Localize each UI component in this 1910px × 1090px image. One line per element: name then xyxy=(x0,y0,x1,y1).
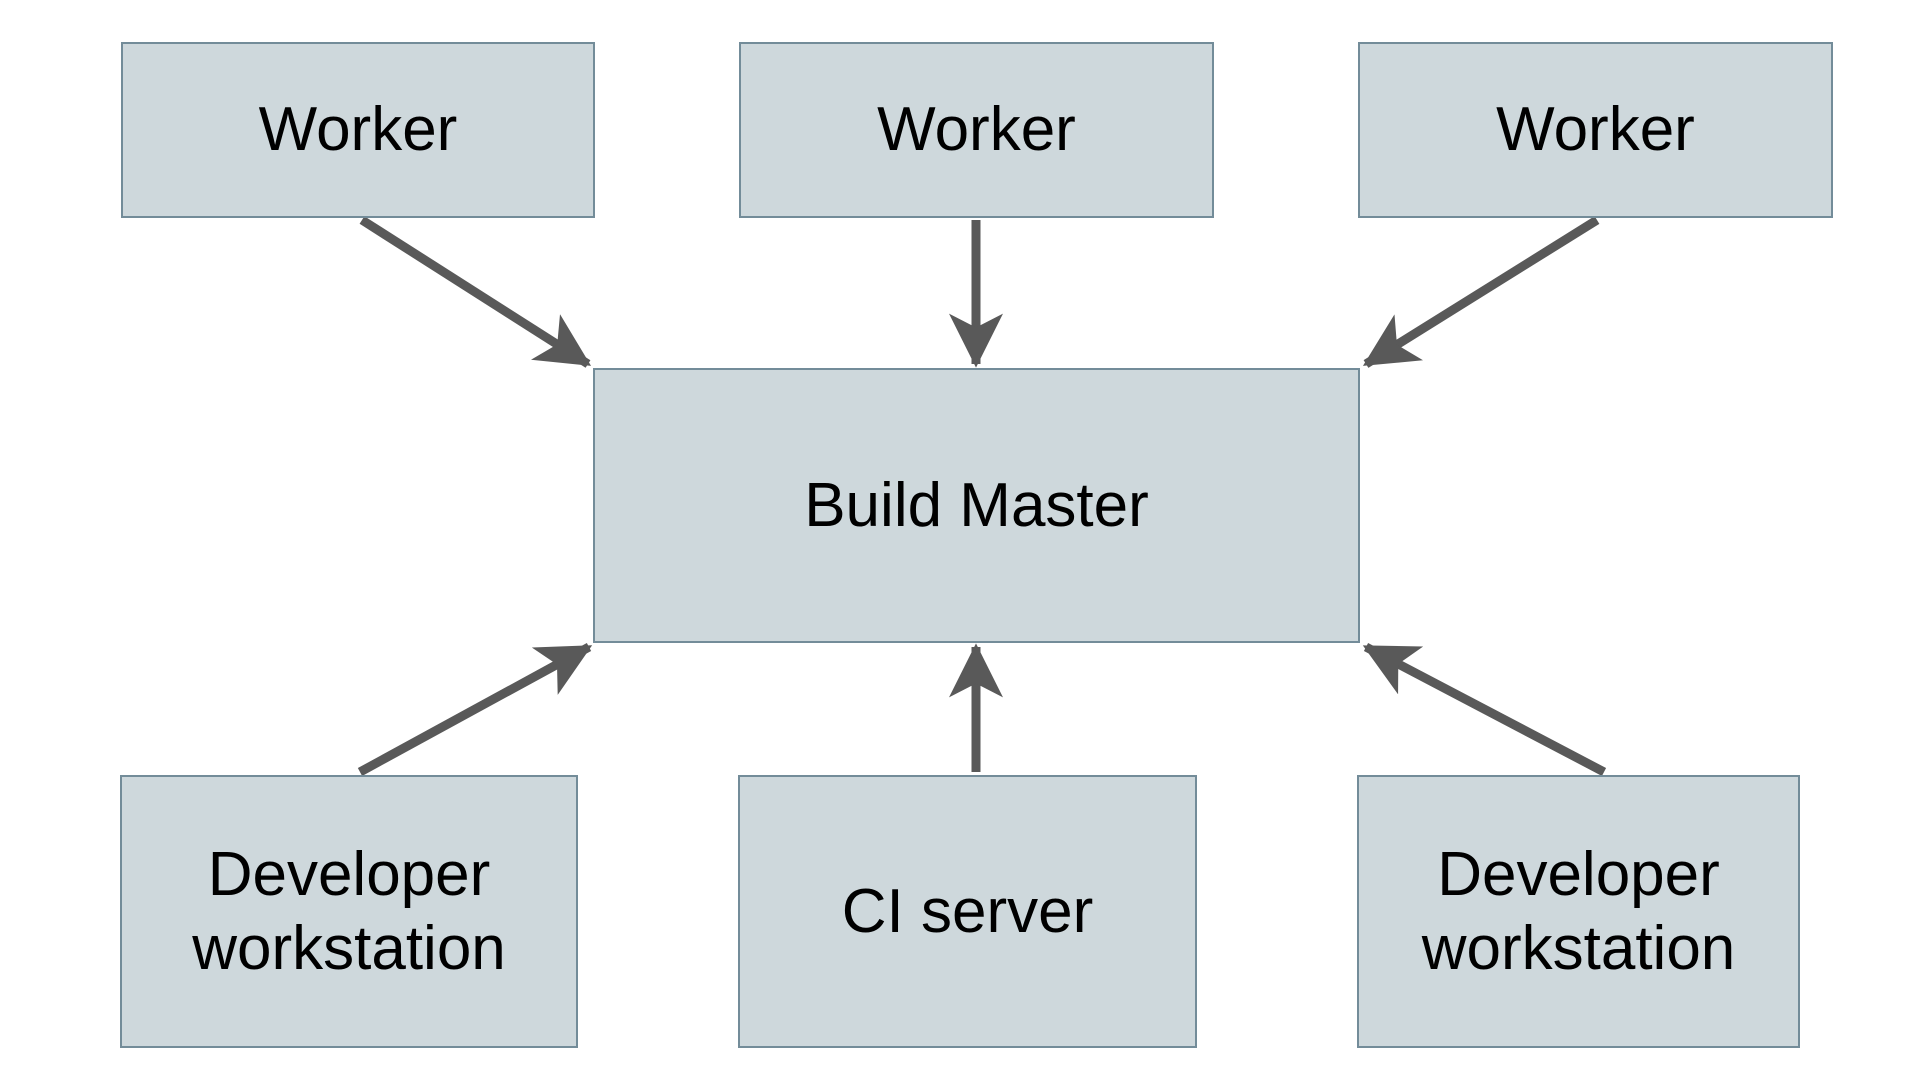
node-worker-2-label: Worker xyxy=(877,95,1076,165)
node-developer-workstation-2-label: Developer workstation xyxy=(1421,840,1736,983)
node-worker-1-label: Worker xyxy=(258,95,458,165)
node-developer-workstation-1-label: Developer workstation xyxy=(192,840,506,983)
node-worker-1[interactable]: Worker xyxy=(121,42,595,218)
node-build-master[interactable]: Build Master xyxy=(593,368,1360,643)
node-developer-workstation-1[interactable]: Developer workstation xyxy=(120,775,578,1048)
edge-dev-workstation-1-to-build-master xyxy=(357,643,593,776)
edge-dev-workstation-2-to-build-master xyxy=(1362,643,1607,776)
node-worker-2[interactable]: Worker xyxy=(739,42,1214,218)
node-worker-3[interactable]: Worker xyxy=(1358,42,1833,218)
edge-worker1-to-build-master xyxy=(359,216,592,368)
node-ci-server[interactable]: CI server xyxy=(738,775,1197,1048)
edge-worker3-to-build-master xyxy=(1362,216,1600,368)
node-worker-3-label: Worker xyxy=(1496,95,1695,165)
node-ci-server-label: CI server xyxy=(841,876,1094,946)
node-build-master-label: Build Master xyxy=(804,470,1149,540)
node-developer-workstation-2[interactable]: Developer workstation xyxy=(1357,775,1800,1048)
